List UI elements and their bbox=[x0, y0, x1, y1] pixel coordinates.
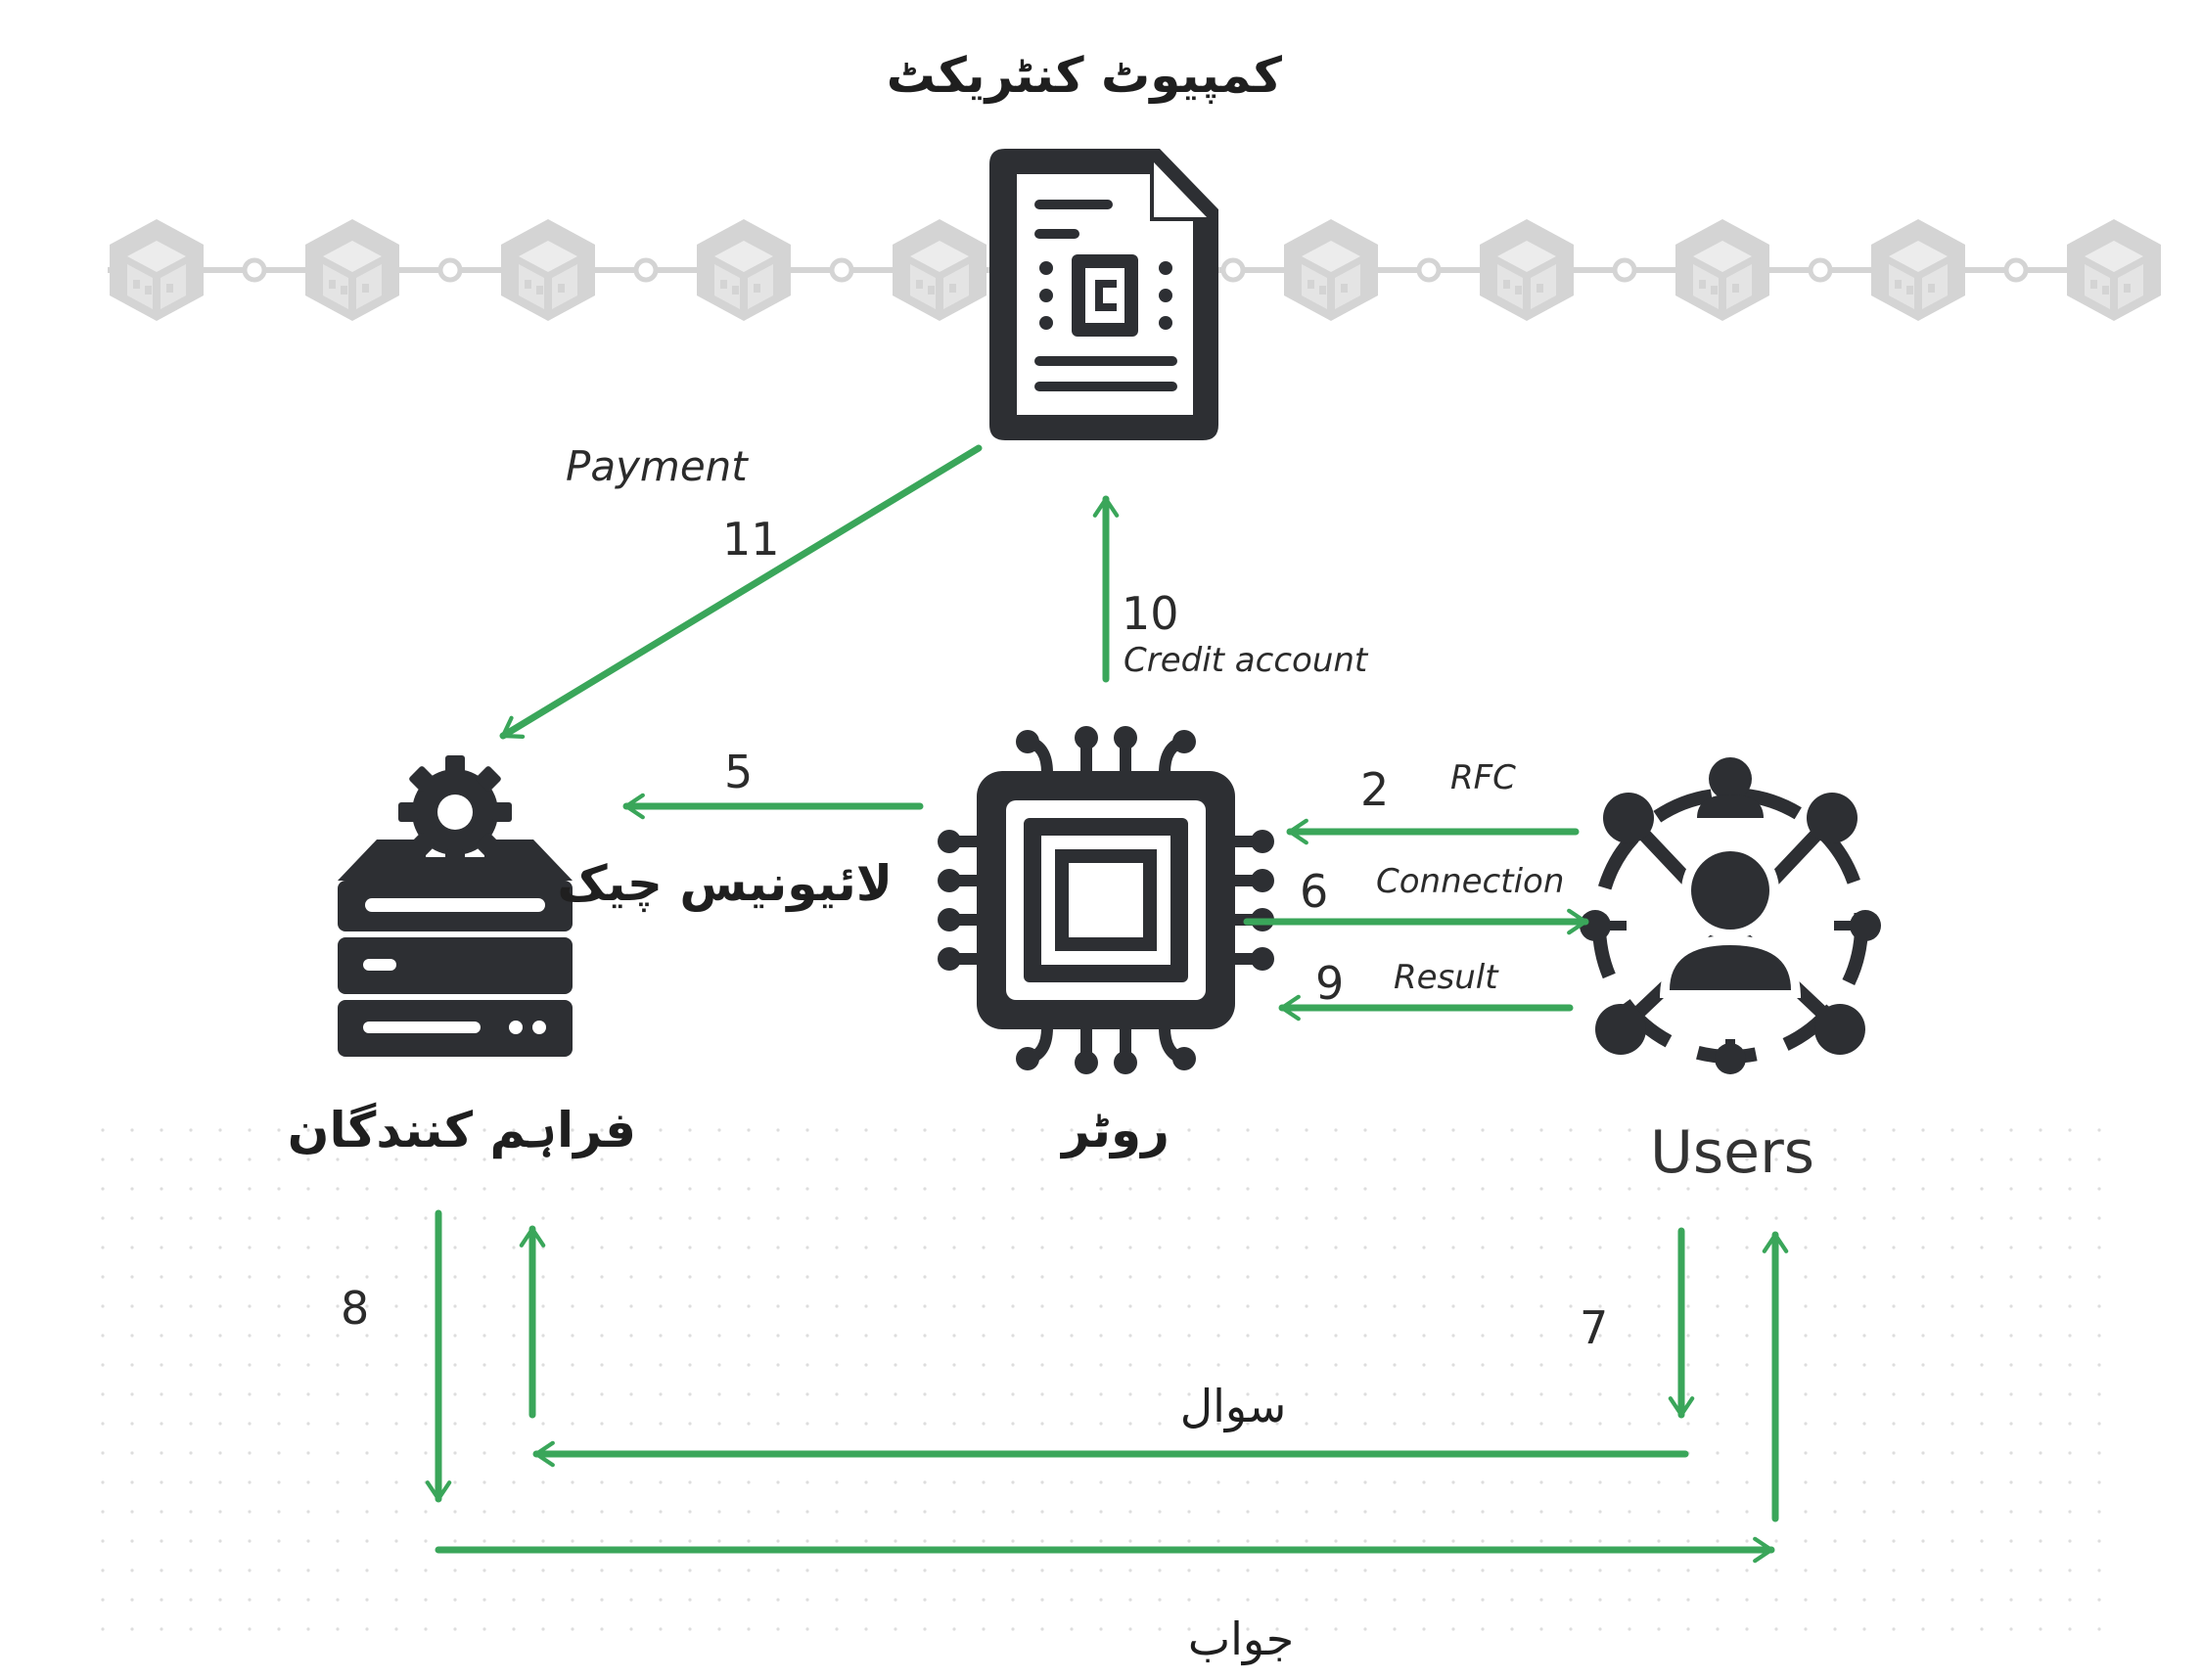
cpu-chip-icon bbox=[938, 726, 1274, 1074]
server-gear-icon bbox=[338, 755, 573, 1057]
payment-label: Payment bbox=[566, 442, 748, 490]
result-label: Result bbox=[1394, 958, 1498, 997]
rfc-label: RFC bbox=[1450, 758, 1516, 797]
payment-arrow bbox=[499, 444, 983, 740]
rfc-step: 2 bbox=[1360, 763, 1390, 816]
license-step: 5 bbox=[724, 746, 754, 798]
router-title: روٹر bbox=[1062, 1102, 1170, 1158]
connection-step: 6 bbox=[1300, 865, 1329, 918]
document-icon bbox=[989, 149, 1218, 440]
providers-title: فراہم کنندگان bbox=[287, 1102, 636, 1158]
license-label: لائیونیس چیک bbox=[557, 855, 893, 912]
question-label: سوال bbox=[1179, 1380, 1287, 1432]
dotted-background bbox=[98, 1106, 2114, 1654]
contract-title: کمپیوٹ کنٹریکٹ bbox=[886, 47, 1282, 104]
credit-label: Credit account bbox=[1124, 641, 1368, 680]
connection-label: Connection bbox=[1376, 862, 1565, 901]
users-title: Users bbox=[1649, 1118, 1815, 1187]
payment-step: 11 bbox=[722, 513, 780, 566]
result-step: 9 bbox=[1315, 957, 1345, 1010]
user-network-icon bbox=[1580, 757, 1881, 1074]
users-side-step: 7 bbox=[1580, 1301, 1609, 1354]
answer-label: جواب bbox=[1187, 1612, 1295, 1665]
provider-side-step: 8 bbox=[341, 1282, 370, 1335]
credit-step: 10 bbox=[1122, 587, 1179, 640]
